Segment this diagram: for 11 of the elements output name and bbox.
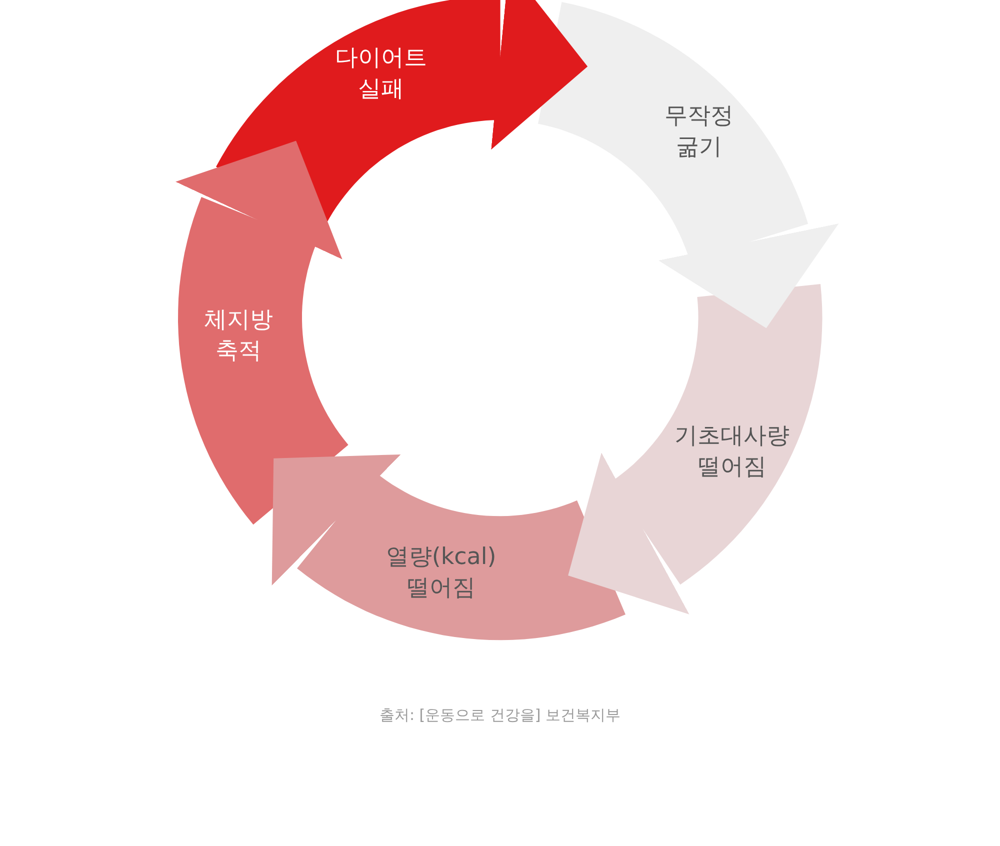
source-caption: 출처: [운동으로 건강을] 보건복지부 [379,706,621,724]
step-label: 무작정 굶기 [664,102,734,162]
arrowhead [272,454,401,586]
step-label: 체지방 축적 [204,306,274,366]
arrowhead [491,0,588,150]
arrowhead [176,140,342,260]
step-label: 기초대사량 떨어짐 [674,422,790,482]
step-label: 열량(kcal) 떨어짐 [386,543,496,604]
step-label: 다이어트 실패 [334,44,427,104]
arrowhead [658,224,839,328]
arrowhead [568,452,690,614]
